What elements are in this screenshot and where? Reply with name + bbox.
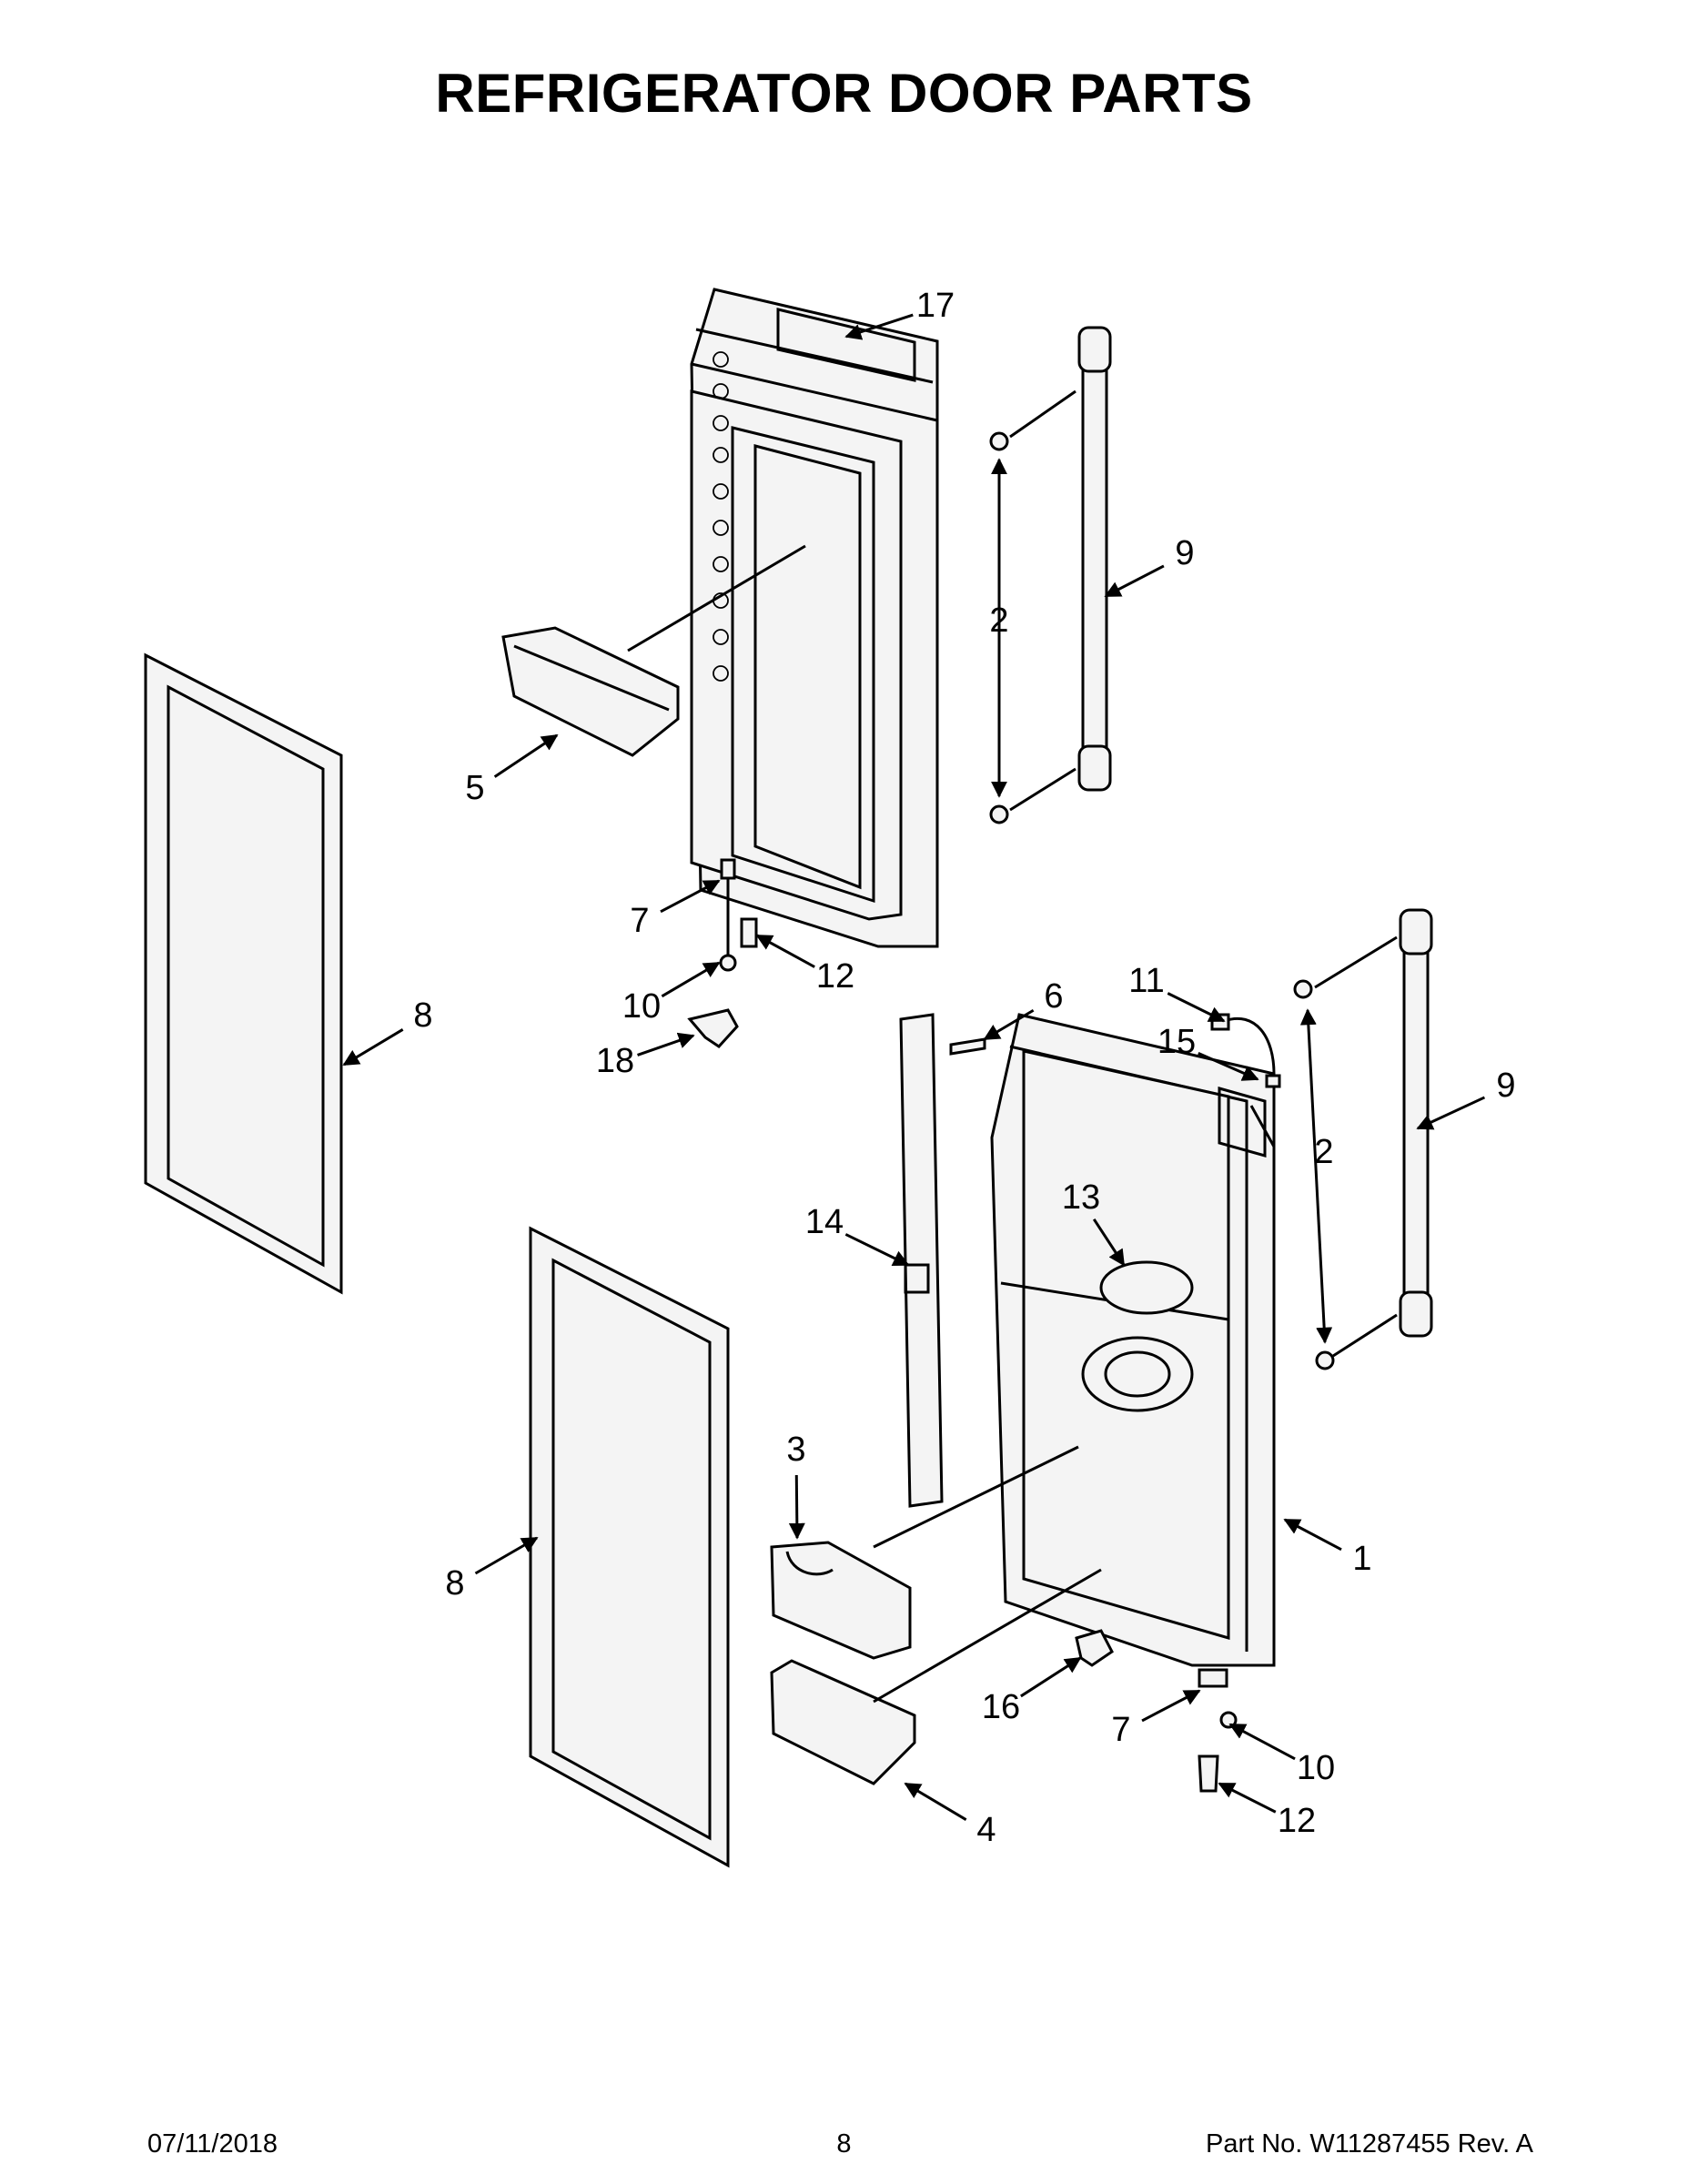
callout-leader-c7b — [1141, 1689, 1201, 1723]
lower-door-assembly — [990, 1013, 1276, 1667]
callout-label-c11: 11 — [1128, 962, 1164, 1000]
callout-label-c4: 4 — [976, 1811, 996, 1849]
callout-label-c7a: 7 — [630, 902, 649, 940]
callout-label-c18: 18 — [596, 1042, 634, 1080]
callout-leader-c8a — [342, 1028, 404, 1067]
lower-hinge-hardware — [1198, 1668, 1238, 1793]
callout-label-c1: 1 — [1352, 1540, 1371, 1578]
upper-hinge-hardware — [719, 858, 758, 972]
part-6-pin — [949, 1037, 986, 1056]
upper-handle — [989, 326, 1112, 824]
part-16-clip — [1075, 1629, 1114, 1667]
callout-label-c7b: 7 — [1111, 1711, 1130, 1749]
callout-leader-c12a — [755, 934, 815, 968]
callout-leader-c10a — [661, 961, 721, 998]
callout-leader-c4 — [904, 1782, 967, 1821]
callout-label-c3: 3 — [786, 1431, 805, 1469]
callout-label-c9b: 9 — [1496, 1067, 1515, 1105]
callout-leader-c18 — [637, 1032, 695, 1057]
callout-leader-c9a — [1104, 564, 1165, 598]
callout-label-c2b: 2 — [1314, 1133, 1333, 1171]
callout-label-c2a: 2 — [989, 602, 1008, 640]
callout-leader-c8b — [474, 1536, 539, 1575]
callout-leader-c3 — [788, 1474, 805, 1540]
callout-label-c6: 6 — [1044, 977, 1063, 1016]
callout-leader-c6 — [983, 1008, 1035, 1041]
callout-label-c10a: 10 — [622, 987, 661, 1026]
callout-label-c16: 16 — [982, 1688, 1020, 1726]
callout-leader-c7a — [660, 879, 721, 914]
callout-leader-c13 — [1092, 1218, 1126, 1267]
part-14-mullion — [899, 1013, 944, 1508]
footer-date: 07/11/2018 — [147, 2129, 278, 2159]
callout-leader-c11 — [1167, 992, 1226, 1023]
lower-door-bin-3 — [770, 1445, 1079, 1660]
callout-label-c9a: 9 — [1175, 534, 1194, 572]
upper-door-bin — [501, 544, 806, 757]
callout-leader-c9b — [1416, 1096, 1486, 1130]
callout-leader-c12b — [1218, 1782, 1277, 1814]
lower-handle — [1293, 908, 1433, 1370]
upper-door-assembly — [690, 288, 939, 948]
callout-label-c13: 13 — [1062, 1178, 1100, 1217]
callout-leader-c5 — [493, 733, 559, 778]
callout-label-c12a: 12 — [816, 957, 854, 996]
callout-label-c12b: 12 — [1278, 1802, 1316, 1840]
callout-leader-c1 — [1283, 1518, 1342, 1552]
callout-leader-c17 — [844, 313, 914, 340]
callout-leader-c10b — [1228, 1723, 1296, 1761]
lower-door-gasket — [529, 1226, 730, 1868]
upper-door-gasket — [144, 652, 343, 1295]
callout-label-c15: 15 — [1157, 1023, 1196, 1061]
callout-leader-c14 — [844, 1233, 910, 1267]
callout-leader-c15 — [1198, 1052, 1259, 1081]
callout-label-c10b: 10 — [1297, 1749, 1335, 1787]
callout-label-c17: 17 — [916, 287, 955, 325]
callout-label-c8a: 8 — [413, 996, 432, 1035]
callout-label-c8b: 8 — [445, 1564, 464, 1603]
footer-part-number: Part No. W11287455 Rev. A — [1205, 2129, 1533, 2159]
callout-label-c14: 14 — [805, 1203, 844, 1241]
part-18-clip — [687, 1008, 739, 1048]
callout-leader-c16 — [1020, 1656, 1082, 1698]
page-title: REFRIGERATOR DOOR PARTS — [435, 63, 1253, 124]
lower-door-bin-4 — [770, 1568, 1102, 1785]
callout-label-c5: 5 — [465, 769, 484, 807]
footer-page-number: 8 — [836, 2129, 852, 2159]
